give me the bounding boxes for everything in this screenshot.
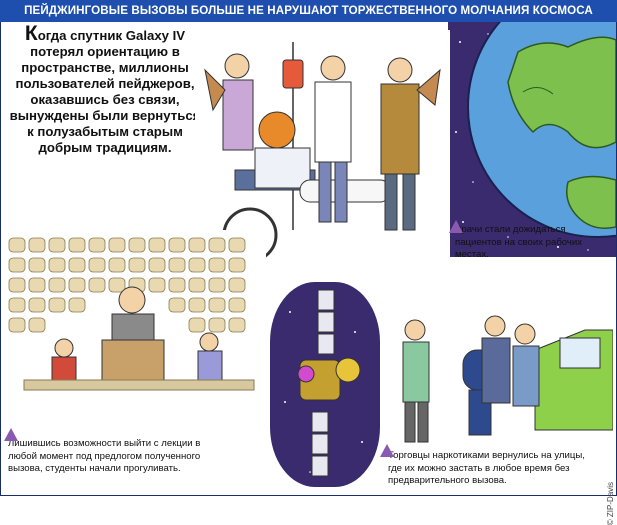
- intro-body: огда спутник Galaxy IV потерял ориентаци…: [9, 28, 201, 155]
- students-caption: Лишившись возможности выйти с лекции в л…: [4, 428, 218, 476]
- students-caption-text: Лишившись возможности выйти с лекции в л…: [8, 438, 201, 475]
- caption-marker-icon: [4, 428, 18, 441]
- intro-text: Когда спутник Galaxy IV потерял ориентац…: [6, 23, 204, 156]
- caption-marker-icon: [449, 220, 463, 233]
- drop-cap: К: [24, 22, 38, 45]
- satellite-illustration: [270, 282, 380, 487]
- page-title: ПЕЙДЖИНГОВЫЕ ВЫЗОВЫ БОЛЬШЕ НЕ НАРУШАЮТ Т…: [0, 0, 617, 22]
- lecture-illustration: [4, 230, 266, 430]
- caption-marker-icon: [380, 444, 394, 457]
- dealers-caption: Торговцы наркотиками вернулись на улицы,…: [380, 444, 588, 488]
- street-illustration: [385, 290, 613, 450]
- dealers-caption-text: Торговцы наркотиками вернулись на улицы,…: [388, 450, 585, 487]
- doctors-caption-text: Врачи стали дожидаться пациентов на свои…: [455, 224, 583, 261]
- doctors-caption: Врачи стали дожидаться пациентов на свои…: [449, 220, 610, 262]
- image-credit: © ZIP-Davis: [606, 482, 615, 525]
- globe-illustration: [448, 22, 616, 257]
